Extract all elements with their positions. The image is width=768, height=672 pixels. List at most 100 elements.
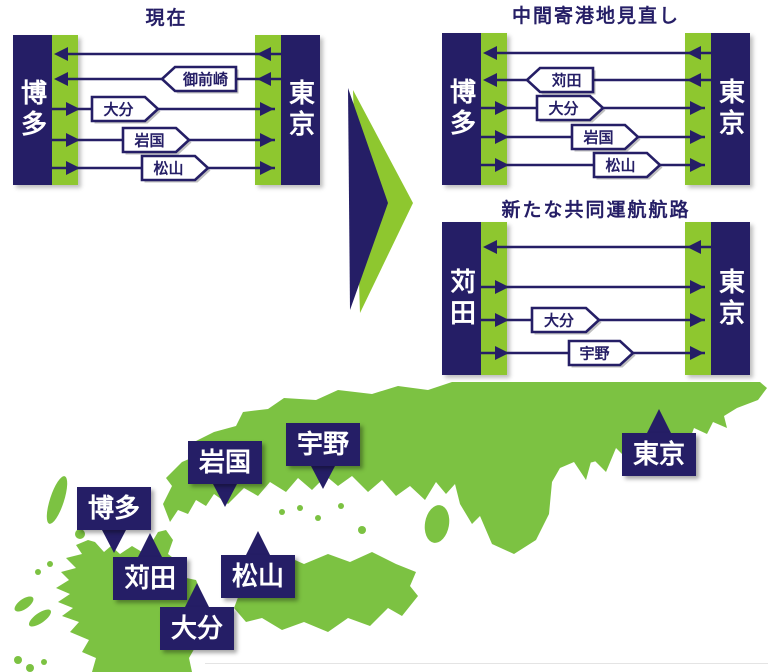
stopover-badge-label: 松山 <box>605 157 635 175</box>
route-arrowhead-icon <box>483 240 497 254</box>
stopover-badge <box>90 95 160 123</box>
stopover-badge <box>592 151 662 179</box>
map-marker-label: 松山 <box>221 555 296 598</box>
islet <box>578 445 606 463</box>
map-marker-pointer-icon <box>138 533 162 557</box>
islet <box>41 659 47 665</box>
map-marker: 東京 <box>622 409 697 476</box>
panel-current-title: 現在 <box>145 8 188 29</box>
route-arrowhead-icon <box>690 130 704 144</box>
port-label: 東京 <box>715 267 746 330</box>
stopover-badge <box>530 306 601 334</box>
port-block-right: 東京 <box>255 35 320 185</box>
port-label: 博多 <box>17 79 48 141</box>
route-arrowhead-icon <box>495 158 509 172</box>
islet <box>315 515 321 521</box>
islet <box>26 664 34 672</box>
stopover-badge-label: 苅田 <box>551 72 581 90</box>
stopover-badge-label: 宇野 <box>579 345 609 363</box>
route-arrowhead-icon <box>495 313 509 327</box>
port-name-column: 博多 <box>13 35 52 185</box>
route-arrowhead-icon <box>687 73 701 87</box>
stopover-badge <box>121 126 191 154</box>
port-name-column: 東京 <box>711 33 750 185</box>
route-arrowhead-icon <box>66 133 80 147</box>
route-arrowhead-icon <box>54 47 68 61</box>
islet <box>35 569 41 575</box>
stopover-badge <box>570 123 640 151</box>
islet <box>338 503 344 509</box>
table-edge-line <box>205 663 768 664</box>
panel-current: 現在 博多 東京 御前崎大分岩国松山 <box>13 8 320 185</box>
map-marker-pointer-icon <box>246 531 270 555</box>
route-arrowhead-icon <box>66 161 80 175</box>
stopover-badge-label: 大分 <box>548 100 578 118</box>
map-marker-label: 博多 <box>77 487 152 530</box>
map-marker: 苅田 <box>113 533 188 600</box>
stopover-badge-label: 岩国 <box>133 132 164 150</box>
stopover-badge-label: 松山 <box>153 160 183 178</box>
map-marker-pointer-icon <box>102 530 126 553</box>
route-arrowhead-icon <box>257 47 271 61</box>
route-arrowhead-icon <box>257 72 271 86</box>
map-marker-label: 東京 <box>622 433 697 476</box>
route-arrowhead-icon <box>495 346 509 360</box>
panel-new-joint-route-title: 新たな共同運航航路 <box>501 200 691 221</box>
route-arrowhead-icon <box>687 240 701 254</box>
stopover-badge-label: 御前崎 <box>182 71 228 89</box>
stopover-badge-label: 大分 <box>103 101 133 119</box>
stopover-badge <box>140 154 210 182</box>
islet <box>279 509 285 515</box>
stopover-badge <box>535 94 605 122</box>
panel-revised: 中間寄港地見直し 博多 東京 苅田大分岩国松山 <box>442 6 750 185</box>
islet <box>297 505 303 511</box>
goto-island <box>28 609 52 627</box>
stopover-badge <box>567 339 635 367</box>
route-arrowhead-icon <box>483 46 497 60</box>
route-arrowhead-icon <box>54 72 68 86</box>
stopover-badge-label: 大分 <box>544 312 574 330</box>
goto-island <box>14 596 34 612</box>
tsushima-island <box>46 476 68 524</box>
route-arrowhead-icon <box>483 73 497 87</box>
route-arrowhead-icon <box>690 313 704 327</box>
port-name-column: 苅田 <box>442 222 481 375</box>
port-name-column: 博多 <box>442 33 481 185</box>
port-name-column: 東京 <box>281 35 320 185</box>
map-marker-label: 苅田 <box>113 557 188 600</box>
route-arrowhead-icon <box>260 102 274 116</box>
islet <box>14 656 22 664</box>
map-marker: 松山 <box>221 531 296 598</box>
port-label: 東京 <box>715 78 746 140</box>
route-arrowhead-icon <box>690 346 704 360</box>
route-arrowhead-icon <box>690 101 704 115</box>
map-marker: 大分 <box>160 583 235 650</box>
map-marker-label: 大分 <box>160 607 235 650</box>
map-marker: 岩国 <box>188 441 263 507</box>
map-marker: 博多 <box>77 487 152 553</box>
route-arrowhead-icon <box>495 101 509 115</box>
stopover-badge-label: 岩国 <box>582 129 613 147</box>
map-marker-label: 宇野 <box>286 423 361 466</box>
port-name-column: 東京 <box>711 222 750 375</box>
route-arrowhead-icon <box>495 280 509 294</box>
panel-revised-title: 中間寄港地見直し <box>511 6 680 27</box>
route-arrowhead-icon <box>690 280 704 294</box>
map-marker-pointer-icon <box>213 484 237 507</box>
port-label: 博多 <box>446 78 477 140</box>
route-arrowhead-icon <box>66 102 80 116</box>
port-label: 東京 <box>285 79 316 141</box>
kyushu-landmass <box>56 530 201 672</box>
map-marker-pointer-icon <box>647 409 671 433</box>
iki-island <box>75 529 85 539</box>
stopover-badge <box>525 66 595 94</box>
map-marker: 宇野 <box>286 423 361 489</box>
map-marker-pointer-icon <box>311 466 335 489</box>
islet <box>47 561 53 567</box>
map-marker-pointer-icon <box>185 583 209 607</box>
route-arrowhead-icon <box>260 133 274 147</box>
panel-new-joint-route: 新たな共同運航航路 苅田 東京 大分宇野 <box>442 200 750 375</box>
